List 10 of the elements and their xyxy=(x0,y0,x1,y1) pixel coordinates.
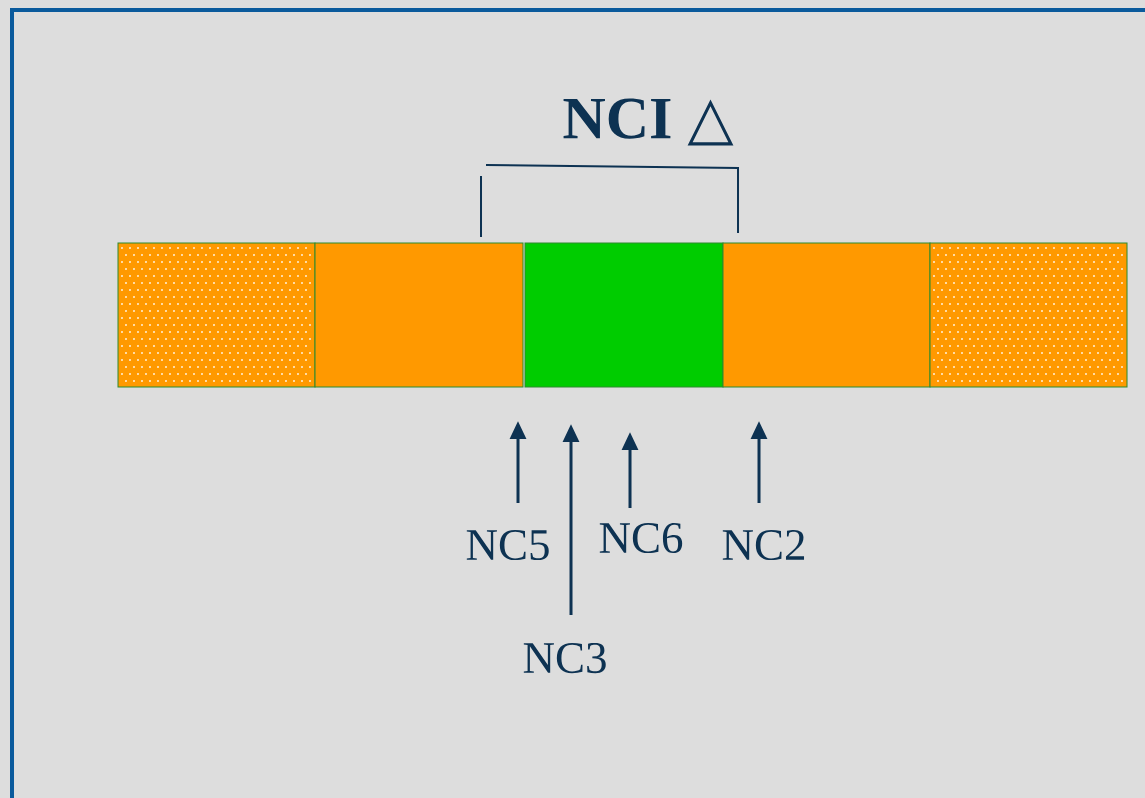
bracket-title: NCI △ xyxy=(563,98,734,146)
bar-segment xyxy=(314,242,524,388)
arrow-label: NC6 xyxy=(599,522,683,554)
dotted-segment xyxy=(929,242,1128,388)
bar-segment xyxy=(722,242,931,388)
arrow-label: NC2 xyxy=(722,529,804,561)
bar-segment xyxy=(524,242,724,388)
dotted-segment xyxy=(117,242,316,388)
arrow-label: NC5 xyxy=(466,529,549,561)
arrow-label: NC3 xyxy=(523,642,606,674)
